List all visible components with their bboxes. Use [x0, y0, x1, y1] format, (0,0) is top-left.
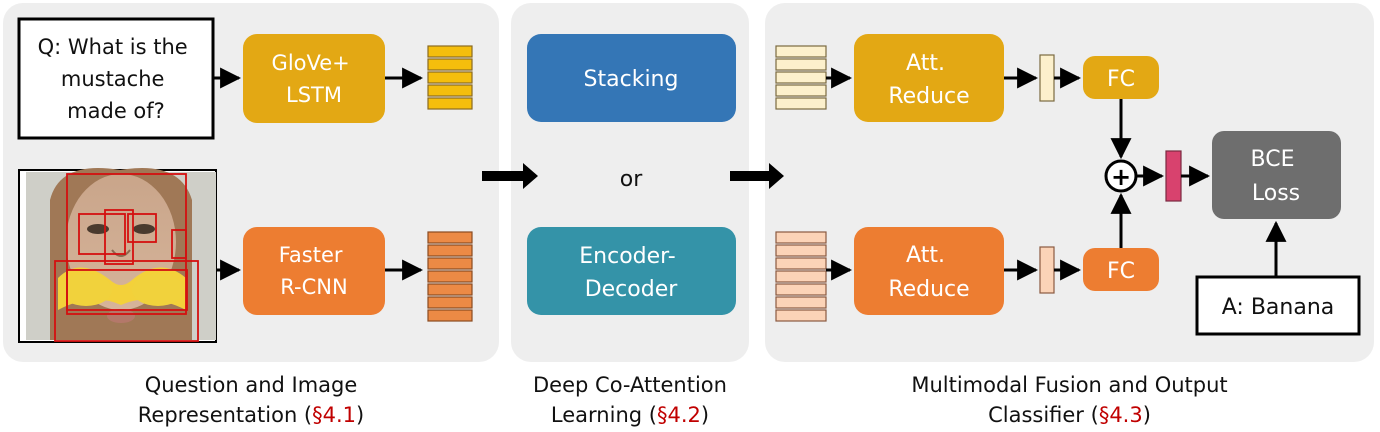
question-text: Q: What is the mustache made of? [38, 35, 195, 123]
caption-fusion: Multimodal Fusion and Output Classifier … [765, 370, 1374, 430]
flow-arrow-2 [730, 163, 784, 189]
or-label: or [620, 167, 643, 192]
question-feature-tokens [427, 45, 473, 110]
att-reduce-top-box [854, 34, 1004, 122]
faster-rcnn-box [243, 227, 385, 315]
svg-text:+: + [1111, 163, 1131, 191]
faster-rcnn-label: Faster R-CNN [279, 243, 349, 299]
attended-question-tokens [775, 45, 827, 110]
section-ref: §4.3 [1098, 403, 1143, 427]
stacking-box [527, 34, 736, 122]
section-ref: §4.1 [312, 403, 357, 427]
encoder-decoder-label: Encoder- Decoder [579, 244, 682, 302]
question-box [17, 17, 215, 140]
face-photo [18, 168, 217, 343]
bce-loss-box [1212, 131, 1341, 219]
section-ref: §4.2 [656, 403, 701, 427]
encoder-decoder-box [527, 227, 736, 315]
att-reduce-bottom-box [854, 227, 1004, 315]
att-reduce-bottom-label: Att. Reduce [888, 243, 969, 302]
fc-top-label: FC [1107, 67, 1135, 92]
caption-fusion-line2: Classifier (§4.3) [988, 403, 1151, 427]
fc-top-box [1083, 56, 1159, 99]
attended-image-tokens [775, 231, 827, 322]
question-vector [1039, 54, 1055, 102]
caption-fusion-line1: Multimodal Fusion and Output [911, 373, 1228, 397]
fc-bottom-label: FC [1107, 259, 1135, 284]
caption-representation-line2: Representation (§4.1) [137, 403, 365, 427]
caption-co-attention-line1: Deep Co-Attention [533, 373, 727, 397]
caption-co-attention: Deep Co-Attention Learning (§4.2) [511, 370, 749, 430]
glove-lstm-box [243, 34, 385, 123]
caption-representation-line1: Question and Image [144, 373, 358, 397]
answer-label: A: Banana [1222, 295, 1335, 320]
glove-lstm-label: GloVe+ LSTM [272, 51, 357, 107]
caption-representation: Question and Image Representation (§4.1) [3, 370, 499, 430]
fused-vector [1165, 150, 1182, 202]
flow-arrow-1 [482, 163, 538, 189]
image-feature-tokens [427, 231, 473, 322]
diagram: Q: What is the mustache made of? GloVe+ … [3, 3, 1374, 362]
plus-operator: + [1104, 159, 1138, 193]
fc-bottom-box [1083, 248, 1159, 291]
stacking-label: Stacking [584, 67, 679, 92]
bce-loss-label: BCE Loss [1251, 147, 1302, 206]
att-reduce-top-label: Att. Reduce [888, 51, 969, 109]
caption-co-attention-line2: Learning (§4.2) [550, 403, 710, 427]
image-vector [1039, 246, 1055, 294]
answer-box [1195, 275, 1361, 336]
